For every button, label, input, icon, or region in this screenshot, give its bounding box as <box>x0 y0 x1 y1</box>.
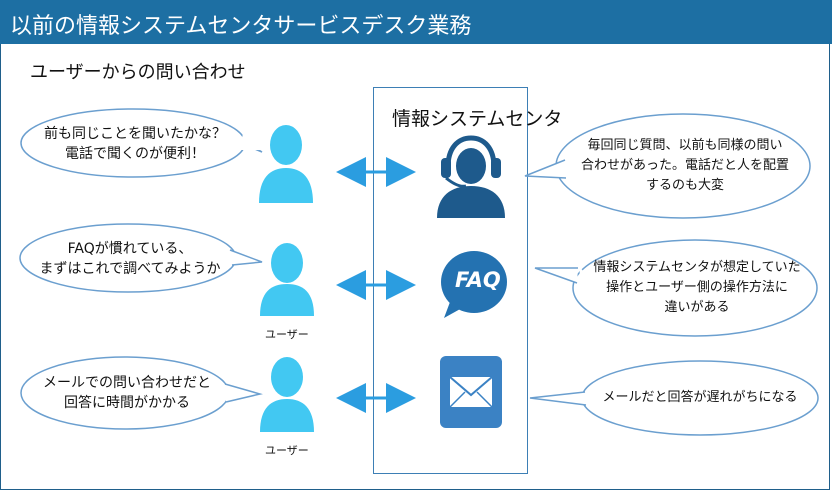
section-subtitle: ユーザーからの問い合わせ <box>30 62 246 83</box>
user-bubble-2-line-2: まずはこれで調べてみようか <box>39 261 221 277</box>
user-bubble-2-line-1: FAQが慣れている、 <box>67 241 193 257</box>
service-bubble-2-line-3: 違いがある <box>664 300 730 315</box>
service-bubble-3-line-1: メールだと回答が遅れがちになる <box>602 390 798 405</box>
user-label-2: ユーザー <box>265 328 309 341</box>
headset-icon <box>437 135 505 218</box>
user-speech-bubble-2 <box>19 223 263 293</box>
user-bubble-1-line-2: 電話で聞くのが便利！ <box>65 146 205 162</box>
service-bubble-2-line-2: 操作とユーザー側の操作方法に <box>606 280 788 295</box>
title-bar: 以前の情報システムセンタサービスデスク業務 <box>0 0 832 44</box>
user-bubble-1-line-1: 前も同じことを聞いたかな？ <box>44 126 226 142</box>
mail-icon <box>440 356 502 428</box>
service-bubble-1-line-2: 合わせがあった。電話だと人を配置 <box>580 158 789 173</box>
service-bubble-1-line-1: 毎回同じ質問、以前も同様の問い <box>587 138 783 153</box>
service-bubble-2-line-1: 情報システムセンタが想定していた <box>593 260 801 275</box>
user-bubble-text-1: 前も同じことを聞いたかな？ 電話で聞くのが便利！ <box>40 124 230 164</box>
user-icon <box>260 357 314 432</box>
service-speech-bubble-2 <box>534 239 818 337</box>
user-label-3: ユーザー <box>265 444 309 457</box>
service-bubble-text-2: 情報システムセンタが想定していた 操作とユーザー側の操作方法に 違いがある <box>592 258 802 318</box>
user-bubble-text-3: メールでの問い合わせだと 回答に時間がかかる <box>32 373 222 413</box>
user-bubble-3-line-2: 回答に時間がかかる <box>64 395 190 411</box>
user-icon <box>259 125 313 203</box>
page-title: 以前の情報システムセンタサービスデスク業務 <box>10 14 472 39</box>
user-bubble-3-line-1: メールでの問い合わせだと <box>43 375 211 391</box>
faq-icon <box>441 251 507 318</box>
service-speech-bubble-1 <box>524 113 811 219</box>
user-bubble-text-2: FAQが慣れている、 まずはこれで調べてみようか <box>30 239 230 279</box>
service-bubble-text-1: 毎回同じ質問、以前も同様の問い 合わせがあった。電話だと人を配置 するのも大変 <box>580 136 790 196</box>
service-speech-bubble-3 <box>529 360 819 436</box>
user-speech-bubble-3 <box>20 356 263 430</box>
faq-icon-label: FAQ <box>455 268 501 292</box>
user-icon <box>260 243 314 316</box>
info-center-title: 情報システムセンタ <box>392 108 563 130</box>
user-speech-bubble-1 <box>20 108 265 178</box>
service-bubble-text-3: メールだと回答が遅れがちになる <box>600 388 800 408</box>
service-bubble-1-line-3: するのも大変 <box>645 178 724 193</box>
